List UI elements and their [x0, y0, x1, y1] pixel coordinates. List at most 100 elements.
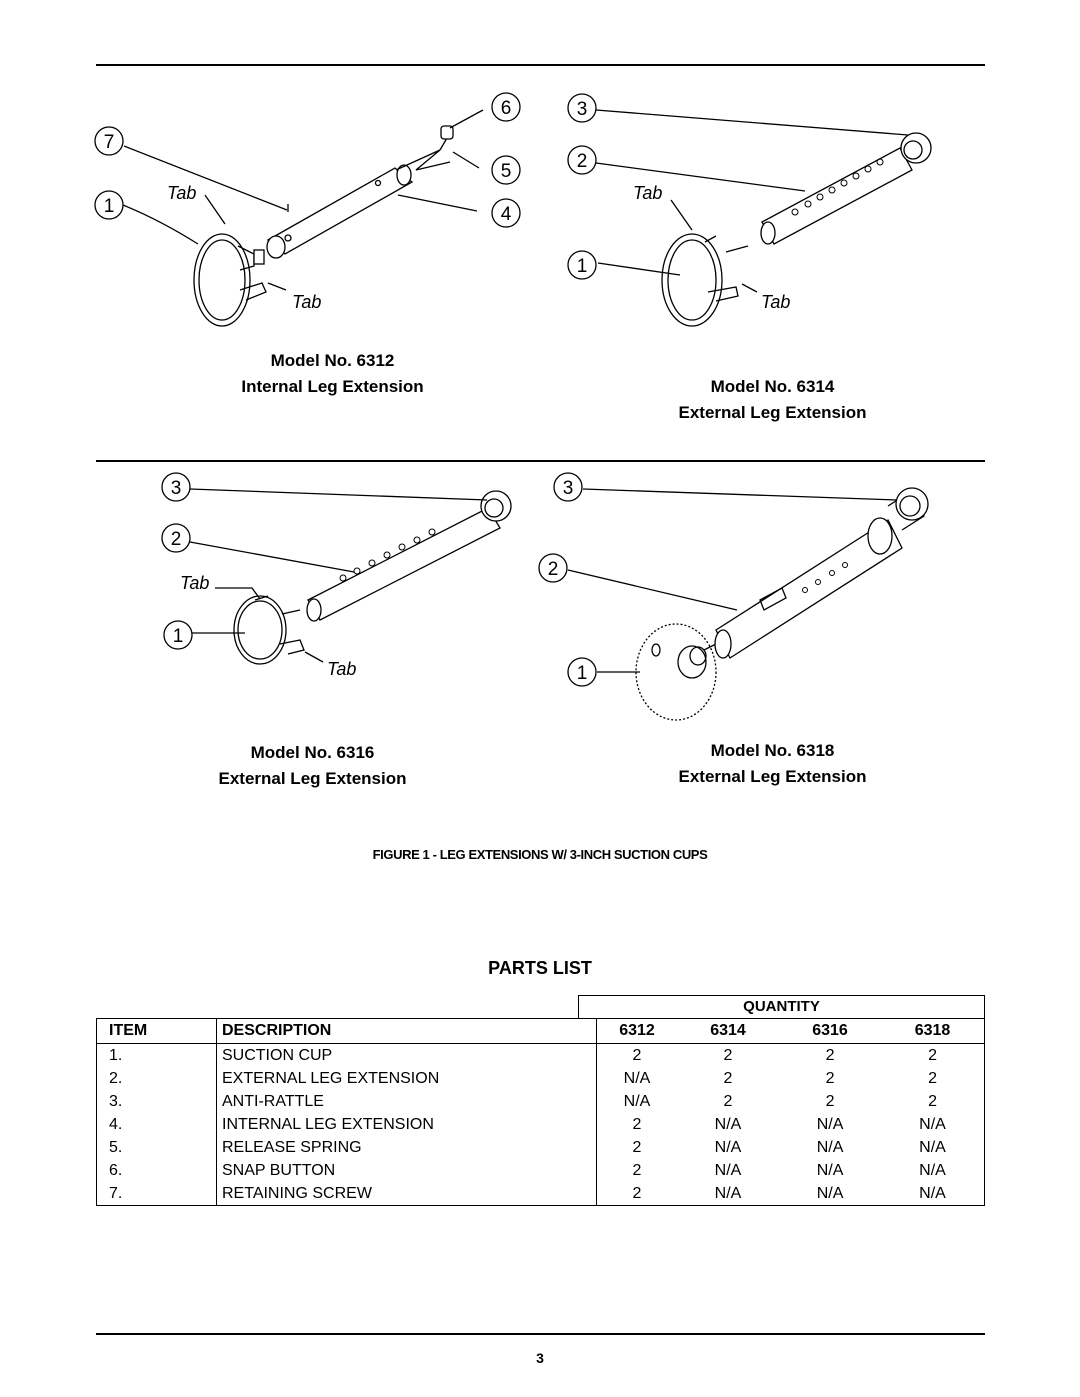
- cell-quantity: N/A: [714, 1116, 742, 1133]
- parts-list-title: PARTS LIST: [488, 958, 592, 978]
- top-rule: [96, 64, 985, 66]
- page-number: 3: [536, 1350, 544, 1366]
- callout-3: 3: [171, 478, 182, 499]
- cell-item: 1.: [109, 1047, 123, 1064]
- table-row: 2. EXTERNAL LEG EXTENSION N/A 2 2 2: [97, 1067, 985, 1090]
- cell-item: 2.: [109, 1070, 123, 1087]
- figure-6312-drawing: [122, 109, 484, 327]
- cell-quantity: N/A: [714, 1162, 742, 1179]
- callout-3: 3: [577, 99, 588, 120]
- callout-1: 1: [577, 663, 588, 684]
- tab-label: Tab: [327, 659, 356, 679]
- cell-quantity: 2: [596, 1043, 677, 1067]
- cell-item: 6.: [109, 1162, 123, 1179]
- cell-quantity: 2: [928, 1047, 937, 1064]
- table-header-row: ITEM DESCRIPTION 6312 6314 6316 6318: [96, 1018, 985, 1044]
- callout-6: 6: [501, 98, 512, 119]
- callout-circles: [94, 92, 597, 687]
- header-model: 6316: [779, 1018, 882, 1044]
- callout-3: 3: [563, 478, 574, 499]
- cell-quantity: N/A: [816, 1116, 844, 1133]
- cell-quantity: N/A: [816, 1185, 844, 1202]
- callout-2: 2: [171, 529, 182, 550]
- model-description: External Leg Extension: [678, 403, 867, 422]
- tab-label: Tab: [167, 183, 196, 203]
- cell-quantity: N/A: [714, 1139, 742, 1156]
- cell-quantity: 2: [723, 1070, 733, 1087]
- table-row: 5. RELEASE SPRING 2 N/A N/A N/A: [97, 1136, 985, 1159]
- cell-quantity: 2: [596, 1136, 677, 1159]
- leg-extension-diagrams: 7 1 6 5 4 3 2 1 3 2 1 3 2 1 Tab Tab Tab …: [94, 92, 932, 721]
- callout-1: 1: [577, 256, 588, 277]
- model-number: Model No. 6312: [270, 351, 395, 370]
- callout-2: 2: [548, 559, 559, 580]
- tab-label: Tab: [761, 292, 790, 312]
- cell-quantity: 2: [928, 1070, 937, 1087]
- cell-quantity: 2: [596, 1182, 677, 1206]
- cell-quantity: N/A: [919, 1139, 946, 1156]
- header-model: 6314: [677, 1018, 780, 1044]
- callout-2: 2: [577, 151, 588, 172]
- callout-4: 4: [501, 204, 512, 225]
- figure-6316-drawing: [189, 488, 512, 665]
- tab-label: Tab: [180, 573, 209, 593]
- caption-6318: Model No. 6318 External Leg Extension: [650, 738, 895, 790]
- figure-title: FIGURE 1 - LEG EXTENSIONS W/ 3-INCH SUCT…: [372, 847, 708, 862]
- header-item: ITEM: [96, 1018, 217, 1044]
- cell-quantity: N/A: [919, 1185, 946, 1202]
- table-row: 3. ANTI-RATTLE N/A 2 2 2: [97, 1090, 985, 1113]
- cell-description: INTERNAL LEG EXTENSION: [216, 1113, 597, 1136]
- figure-6314-drawing: [595, 109, 932, 327]
- cell-description: RETAINING SCREW: [216, 1182, 597, 1206]
- cell-quantity: 2: [723, 1047, 733, 1064]
- cell-description: SNAP BUTTON: [216, 1159, 597, 1182]
- figure-6318-drawing: [567, 487, 929, 721]
- cell-item: 3.: [109, 1093, 123, 1110]
- cell-quantity: N/A: [596, 1090, 677, 1113]
- cell-quantity: N/A: [919, 1162, 946, 1179]
- model-number: Model No. 6318: [710, 741, 835, 760]
- cell-description: EXTERNAL LEG EXTENSION: [216, 1067, 597, 1090]
- callout-5: 5: [501, 161, 512, 182]
- cell-description: SUCTION CUP: [216, 1043, 597, 1067]
- cell-quantity: 2: [825, 1093, 835, 1110]
- cell-quantity: N/A: [714, 1185, 742, 1202]
- cell-quantity: 2: [723, 1093, 733, 1110]
- model-number: Model No. 6314: [710, 377, 835, 396]
- cell-item: 4.: [109, 1116, 123, 1133]
- model-description: External Leg Extension: [678, 767, 867, 786]
- header-model: 6312: [596, 1018, 677, 1044]
- caption-6314: Model No. 6314 External Leg Extension: [650, 374, 895, 426]
- tab-label: Tab: [633, 183, 662, 203]
- table-row: 6. SNAP BUTTON 2 N/A N/A N/A: [97, 1159, 985, 1182]
- cell-item: 7.: [109, 1185, 123, 1202]
- quantity-header: QUANTITY: [578, 995, 985, 1019]
- cell-quantity: 2: [825, 1070, 835, 1087]
- callout-7: 7: [104, 132, 115, 153]
- table-row: 7. RETAINING SCREW 2 N/A N/A N/A: [97, 1182, 985, 1206]
- callout-1: 1: [173, 626, 184, 647]
- bottom-rule: [96, 1333, 985, 1335]
- cell-item: 5.: [109, 1139, 123, 1156]
- parts-table: ITEM DESCRIPTION 6312 6314 6316 6318 1. …: [96, 1018, 985, 1206]
- model-description: External Leg Extension: [218, 769, 407, 788]
- header-model: 6318: [881, 1018, 985, 1044]
- model-number: Model No. 6316: [250, 743, 375, 762]
- caption-6312: Model No. 6312 Internal Leg Extension: [210, 348, 455, 400]
- cell-quantity: N/A: [816, 1139, 844, 1156]
- table-row: 1. SUCTION CUP 2 2 2 2: [97, 1043, 985, 1067]
- cell-description: RELEASE SPRING: [216, 1136, 597, 1159]
- cell-quantity: N/A: [596, 1067, 677, 1090]
- middle-rule: [96, 460, 985, 462]
- cell-quantity: 2: [596, 1159, 677, 1182]
- callout-1: 1: [104, 196, 115, 217]
- cell-quantity: 2: [596, 1113, 677, 1136]
- cell-quantity: N/A: [816, 1162, 844, 1179]
- model-description: Internal Leg Extension: [241, 377, 424, 396]
- table-row: 4. INTERNAL LEG EXTENSION 2 N/A N/A N/A: [97, 1113, 985, 1136]
- cell-quantity: 2: [928, 1093, 937, 1110]
- cell-description: ANTI-RATTLE: [216, 1090, 597, 1113]
- cell-quantity: 2: [825, 1047, 835, 1064]
- tab-label: Tab: [292, 292, 321, 312]
- header-description: DESCRIPTION: [216, 1018, 597, 1044]
